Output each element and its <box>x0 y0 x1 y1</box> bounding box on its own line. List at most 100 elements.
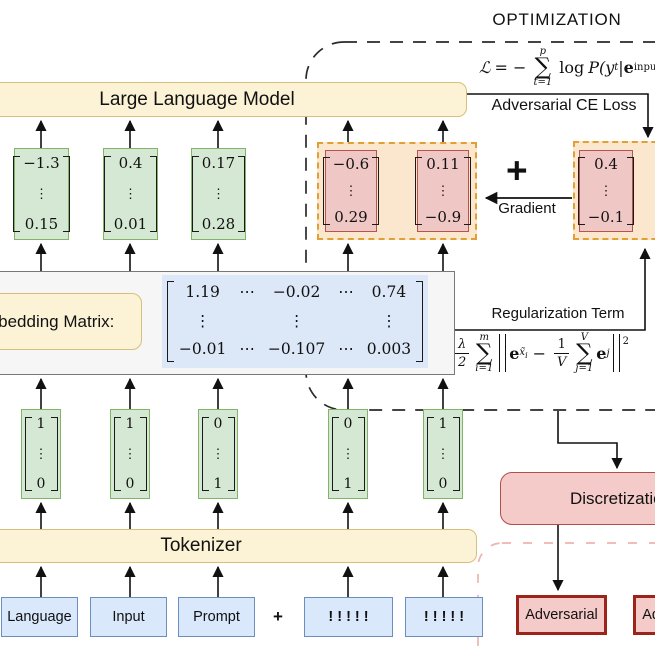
summation: p ∑ t=1 <box>533 47 552 88</box>
vdots: ⋮ <box>211 446 225 462</box>
vdots: ⋮ <box>436 183 450 199</box>
bracket-right <box>452 417 460 491</box>
summation: V ∑ j=1 <box>575 333 593 374</box>
token-adv-2: ! ! ! ! ! <box>405 597 483 637</box>
numerator: λ <box>458 336 467 352</box>
adversarial-output-2: Adversarial <box>633 595 655 635</box>
bracket-left <box>191 156 199 232</box>
vector-value: 0.11 <box>426 155 460 173</box>
vector-value: 1 <box>343 476 353 492</box>
sum-lower: t=1 <box>533 76 553 88</box>
vector-value: 0 <box>36 476 46 492</box>
adversarial-vector-2: 0.11 ⋮ −0.9 <box>414 150 472 232</box>
formula-sub: t <box>614 61 619 73</box>
denominator: 2 <box>455 352 470 369</box>
vector-value: 0.28 <box>201 215 236 233</box>
vdots: ⋮ <box>436 446 450 462</box>
matrix-bracket: 1 ⋮ 0 <box>426 416 460 492</box>
embedding-matrix-box: 1.19 ⋯ −0.02 ⋯ 0.74 ⋮ ⋮ ⋮ −0.01 ⋯ −0.107… <box>162 275 428 368</box>
vector-value: 0.01 <box>113 215 148 233</box>
discretization-box: Discretization <box>500 472 655 525</box>
arrow-ce-loss <box>467 93 654 139</box>
sigma: ∑ <box>534 54 552 80</box>
matrix-cell: 0.003 <box>366 339 412 358</box>
matrix-bracket: −1.3 ⋮ 0.15 <box>13 154 70 233</box>
formula-sub: input <box>633 61 655 73</box>
bracket-left <box>322 157 330 225</box>
matrix-bracket: 1⋮0 <box>113 417 147 491</box>
llm-label: Large Language Model <box>99 88 295 110</box>
formula-term: | <box>618 57 624 77</box>
bracket-right <box>372 157 380 225</box>
matrix-cell: ⋮ <box>381 311 397 330</box>
embedding-vector-2: 0.4 ⋮ 0.01 <box>103 148 158 240</box>
sum-upper: p <box>539 46 547 57</box>
formula-term: − <box>532 343 547 363</box>
bracket-left <box>103 156 111 232</box>
ce-loss-label: Adversarial CE Loss <box>491 97 637 114</box>
vdots: ⋮ <box>124 186 137 202</box>
token-label: Language <box>7 609 72 625</box>
bracket-left <box>331 417 339 491</box>
bracket-right <box>139 417 147 491</box>
bracket-right <box>238 156 246 232</box>
token-language: Language <box>1 597 78 637</box>
bracket-left <box>577 157 585 225</box>
matrix-cell: ⋯ <box>239 283 255 302</box>
sum-lower: i=1 <box>475 362 494 374</box>
vdots: ⋮ <box>212 186 225 202</box>
norm-bar-open <box>499 334 507 373</box>
sum-upper: m <box>479 332 489 343</box>
discretization-boundary <box>477 542 655 655</box>
vector-value: 0.29 <box>334 208 368 226</box>
formula-sub: j <box>606 347 610 359</box>
adversarial-output-label: Adversarial <box>525 607 598 623</box>
adversarial-output-1: Adversarial <box>516 595 607 635</box>
matrix-bracket: −0.6 ⋮ 0.29 <box>322 155 380 226</box>
vector-value: 1 <box>438 416 448 432</box>
vector-value: 0.4 <box>118 154 143 172</box>
onehot-vector-3: 0 ⋮ 1 <box>198 409 238 499</box>
sum-lower: j=1 <box>575 362 594 374</box>
vdots: ⋮ <box>35 186 48 202</box>
vector-value: 0 <box>438 476 448 492</box>
vector-value: 1 <box>213 476 223 492</box>
vdots: ⋮ <box>341 446 355 462</box>
vector-value: −1.3 <box>23 154 60 172</box>
ce-loss-formula: ℒ = − p ∑ t=1 log P(yt|einput <box>479 47 655 88</box>
vdots: ⋮ <box>599 183 613 199</box>
token-label: Prompt <box>193 609 240 625</box>
numerator: 1 <box>557 336 566 352</box>
bracket-right <box>416 281 424 362</box>
matrix-bracket: 0.4 ⋮ 0.01 <box>103 154 158 233</box>
embedding-vector-1: −1.3 ⋮ 0.15 <box>13 148 70 240</box>
vector-value: 0.4 <box>594 155 618 173</box>
matrix-bracket: 1⋮0 <box>24 416 58 492</box>
gradient-label: Gradient <box>498 200 556 217</box>
bracket-right <box>357 417 365 491</box>
onehot-vector-2: 1⋮0 <box>110 409 150 499</box>
bracket-right <box>62 156 70 232</box>
vdots: ⋮ <box>344 183 358 199</box>
discretization-label: Discretization <box>569 488 655 508</box>
matrix-bracket: 1.19 ⋯ −0.02 ⋯ 0.74 ⋮ ⋮ ⋮ −0.01 ⋯ −0.107… <box>166 281 424 362</box>
token-label: ! ! ! ! ! <box>328 609 369 625</box>
fraction: 1 V <box>554 336 570 369</box>
vector-value: −0.1 <box>587 208 625 226</box>
tokenizer-box: Tokenizer <box>0 529 477 563</box>
vector-value: 0.15 <box>24 215 59 233</box>
vector-value: 0 <box>213 416 223 432</box>
bracket-right <box>50 417 58 491</box>
onehot-vector-5: 1 ⋮ 0 <box>423 409 463 499</box>
vector-value: −0.6 <box>332 155 370 173</box>
sigma: ∑ <box>576 340 593 366</box>
matrix-bracket: 0 ⋮ 1 <box>201 416 235 492</box>
vector-value: −0.9 <box>424 208 462 226</box>
vector-value: 1 <box>36 416 46 432</box>
token-label: ! ! ! ! ! <box>423 609 465 625</box>
matrix-bracket: 0.4 ⋮ −0.1 <box>577 155 635 226</box>
matrix-cell: −0.02 <box>272 283 321 302</box>
matrix-cell: −0.01 <box>178 339 227 358</box>
